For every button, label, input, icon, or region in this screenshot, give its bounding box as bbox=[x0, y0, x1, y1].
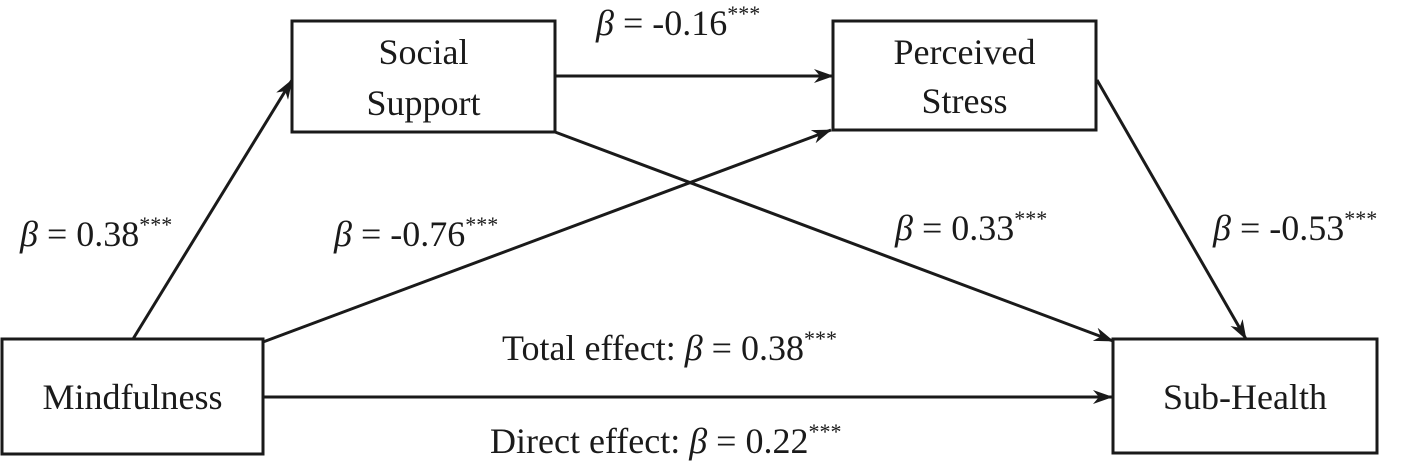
node-mindfulness: Mindfulness bbox=[0, 337, 265, 456]
label-mindfulness-social-support: β = 0.38*** bbox=[19, 212, 172, 254]
edge-mindfulness-perceived-stress bbox=[262, 128, 832, 344]
node-perceived-stress-line-2: Stress bbox=[921, 81, 1007, 121]
label-social-support-perceived-stress: β = -0.16*** bbox=[595, 1, 760, 43]
node-social-support: Social Support bbox=[290, 19, 557, 134]
node-social-support-line-2: Support bbox=[366, 83, 480, 123]
node-perceived-stress: Perceived Stress bbox=[831, 19, 1098, 132]
label-total-effect: Total effect: β = 0.38*** bbox=[502, 326, 837, 368]
edge-perceived-stress-sub-health bbox=[1095, 79, 1248, 340]
node-social-support-line-1: Social bbox=[379, 32, 469, 72]
label-direct-effect: Direct effect: β = 0.22*** bbox=[490, 419, 841, 461]
label-perceived-stress-sub-health: β = -0.53*** bbox=[1212, 206, 1377, 248]
edge-social-support-sub-health bbox=[554, 130, 1114, 343]
node-mindfulness-label: Mindfulness bbox=[43, 377, 223, 417]
node-perceived-stress-line-1: Perceived bbox=[894, 32, 1036, 72]
node-sub-health: Sub-Health bbox=[1111, 337, 1379, 455]
label-social-support-sub-health: β = 0.33*** bbox=[894, 206, 1047, 248]
label-mindfulness-perceived-stress: β = -0.76*** bbox=[333, 212, 498, 254]
node-sub-health-label: Sub-Health bbox=[1163, 377, 1327, 417]
edge-mindfulness-social-support bbox=[131, 79, 294, 340]
